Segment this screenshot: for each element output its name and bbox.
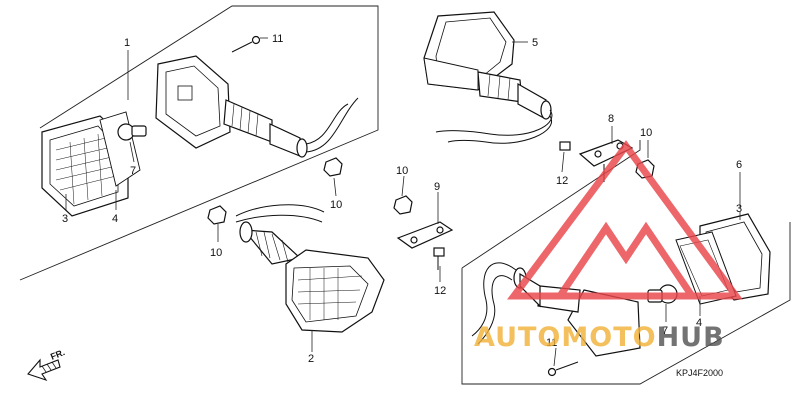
callout-11-lower: 11: [546, 337, 557, 349]
arrow-icon: [27, 358, 61, 382]
callout-10-lower-left: 10: [210, 247, 222, 259]
upper-right-turn-signal: [423, 11, 655, 182]
front-direction-label: FR.: [49, 347, 66, 362]
watermark-logo-icon: [507, 140, 743, 300]
callout-9: 9: [434, 181, 440, 193]
nut-10-center: [323, 157, 343, 177]
callout-12-lower: 12: [434, 285, 446, 297]
callout-5: 5: [532, 37, 538, 49]
watermark-moto: MOTO: [561, 322, 656, 353]
watermark-hub: HUB: [657, 322, 725, 353]
watermark-text: AUTOMOTOHUB: [474, 322, 725, 353]
callout-10-upper-left: 10: [330, 199, 342, 211]
callout-7-right: 7: [662, 325, 668, 337]
callout-2: 2: [308, 353, 314, 365]
callout-10-center: 10: [396, 165, 408, 177]
leader-lines: [65, 37, 741, 367]
watermark-auto: AUTO: [474, 322, 561, 353]
callout-3-right: 3: [736, 203, 742, 215]
callout-11-upper: 11: [272, 33, 283, 45]
callout-4-left: 4: [112, 213, 118, 225]
callout-7-left: 7: [130, 165, 136, 177]
callout-6: 6: [736, 159, 742, 171]
watermark: AUTOMOTOHUB: [474, 140, 743, 353]
callout-labels: 1 11 3 4 7 10 10 2 5 8 10 12 6 3 10 9 12…: [62, 33, 742, 365]
callout-1: 1: [124, 37, 130, 49]
lower-left-turn-signal: [207, 204, 385, 333]
drawing-code: KPJ4F2000: [676, 368, 723, 378]
front-direction-indicator: FR.: [27, 347, 66, 382]
callout-10-upper-right: 10: [640, 127, 652, 139]
callout-8: 8: [608, 113, 614, 125]
upper-left-turn-signal: [41, 35, 359, 217]
callout-12-upper: 12: [556, 175, 568, 187]
frame-lines: [19, 5, 791, 385]
callout-3-left: 3: [62, 213, 68, 225]
callout-4-right: 4: [696, 317, 702, 329]
